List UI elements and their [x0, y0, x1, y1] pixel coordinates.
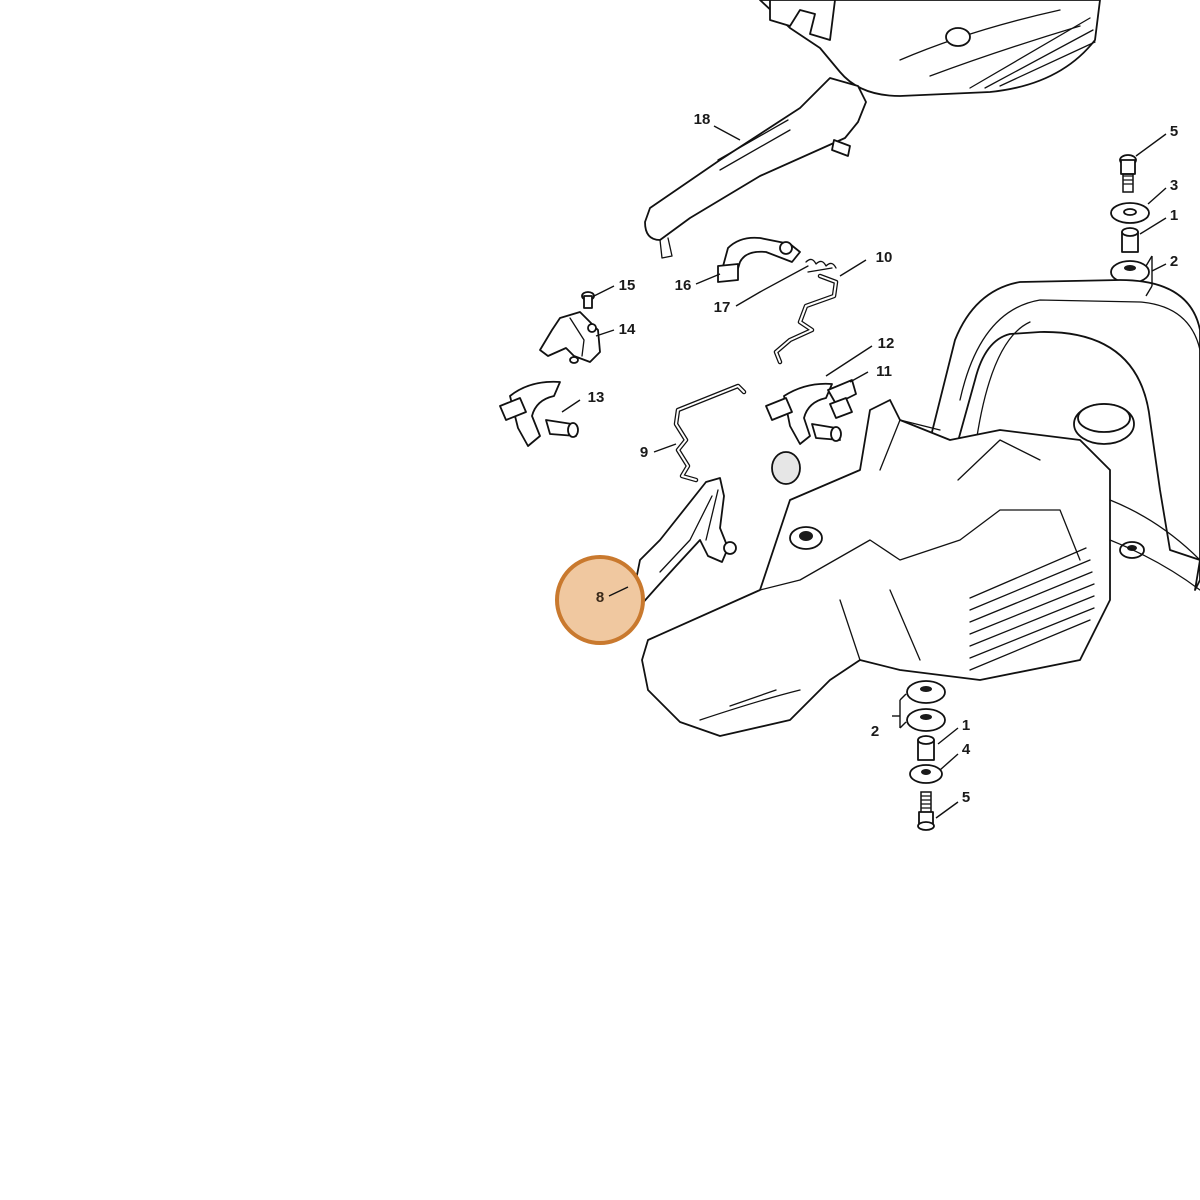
- callout-14[interactable]: 14: [619, 321, 636, 338]
- callout-9[interactable]: 9: [640, 444, 648, 461]
- callout-17[interactable]: 17: [714, 299, 731, 316]
- callout-5-bottom[interactable]: 5: [962, 789, 970, 806]
- callout-3[interactable]: 3: [1170, 177, 1178, 194]
- part-13-lever: [499, 380, 579, 447]
- part-17-spring: [759, 258, 837, 293]
- callout-1-bottom[interactable]: 1: [962, 717, 970, 734]
- callout-16[interactable]: 16: [675, 277, 692, 294]
- part-12-lever: [765, 382, 842, 445]
- callout-8[interactable]: 8: [596, 589, 604, 606]
- callout-2-bottom[interactable]: 2: [871, 723, 879, 740]
- callout-4[interactable]: 4: [962, 741, 971, 758]
- part-labels: 18 5 3 1 2 10 16 17 15 14 13 12 11 9 2 1…: [588, 111, 1179, 806]
- callout-10[interactable]: 10: [876, 249, 893, 266]
- callout-12[interactable]: 12: [878, 335, 895, 352]
- callout-18[interactable]: 18: [694, 111, 711, 128]
- callout-13[interactable]: 13: [588, 389, 605, 406]
- main-housing: [641, 279, 1200, 737]
- callout-1-top[interactable]: 1: [1170, 207, 1178, 224]
- part-8-lever: [635, 477, 737, 607]
- callout-5-top[interactable]: 5: [1170, 123, 1178, 140]
- engine-cover: [759, 0, 1101, 97]
- callout-15[interactable]: 15: [619, 277, 636, 294]
- part-15-screw: [581, 291, 595, 309]
- part-14-bracket: [539, 311, 601, 364]
- highlight-circle[interactable]: [555, 555, 645, 645]
- part-11-lever: [827, 379, 857, 419]
- part-10-rod: [773, 273, 839, 365]
- leader-lines: [561, 125, 1167, 819]
- part-18-handle-grip: [644, 77, 867, 259]
- bottom-mount-stack: [906, 680, 946, 831]
- callout-2-top[interactable]: 2: [1170, 253, 1178, 270]
- part-16-throttle-lever: [717, 236, 801, 283]
- callout-11[interactable]: 11: [876, 363, 892, 380]
- part-9-rod: [673, 383, 747, 483]
